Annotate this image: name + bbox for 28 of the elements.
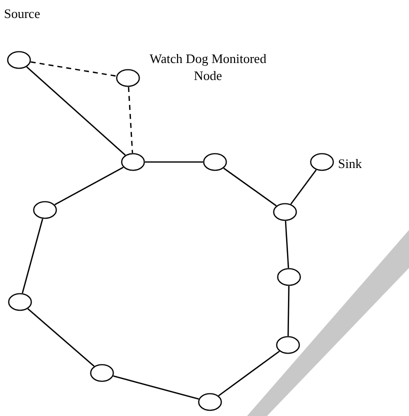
connector-line <box>284 220 290 268</box>
connector-line <box>22 218 44 294</box>
connector-line <box>30 61 116 77</box>
node-ellipse <box>7 51 31 69</box>
connector-line <box>223 168 277 206</box>
connector-line <box>218 350 280 396</box>
node-label: Sink <box>338 155 363 172</box>
node-ellipse <box>121 153 145 171</box>
node-ellipse <box>90 364 114 382</box>
connector-line <box>54 166 124 206</box>
node-ellipse <box>273 203 297 221</box>
connector-line <box>145 161 203 163</box>
connector-line <box>26 66 126 156</box>
node-ellipse <box>276 336 300 354</box>
node-ellipse <box>277 268 301 286</box>
node-ellipse <box>310 153 334 171</box>
node-ellipse <box>203 153 227 171</box>
node-label: Source <box>4 5 42 22</box>
node-ellipse <box>116 69 140 87</box>
connector-line <box>113 375 199 400</box>
connector-line <box>128 86 134 154</box>
connector-line <box>290 169 317 205</box>
node-label: Watch Dog Monitored Node <box>148 50 268 84</box>
connector-line <box>27 308 95 367</box>
node-ellipse <box>8 293 32 311</box>
node-ellipse <box>198 393 222 411</box>
connector-line <box>287 286 290 336</box>
node-ellipse <box>33 201 57 219</box>
